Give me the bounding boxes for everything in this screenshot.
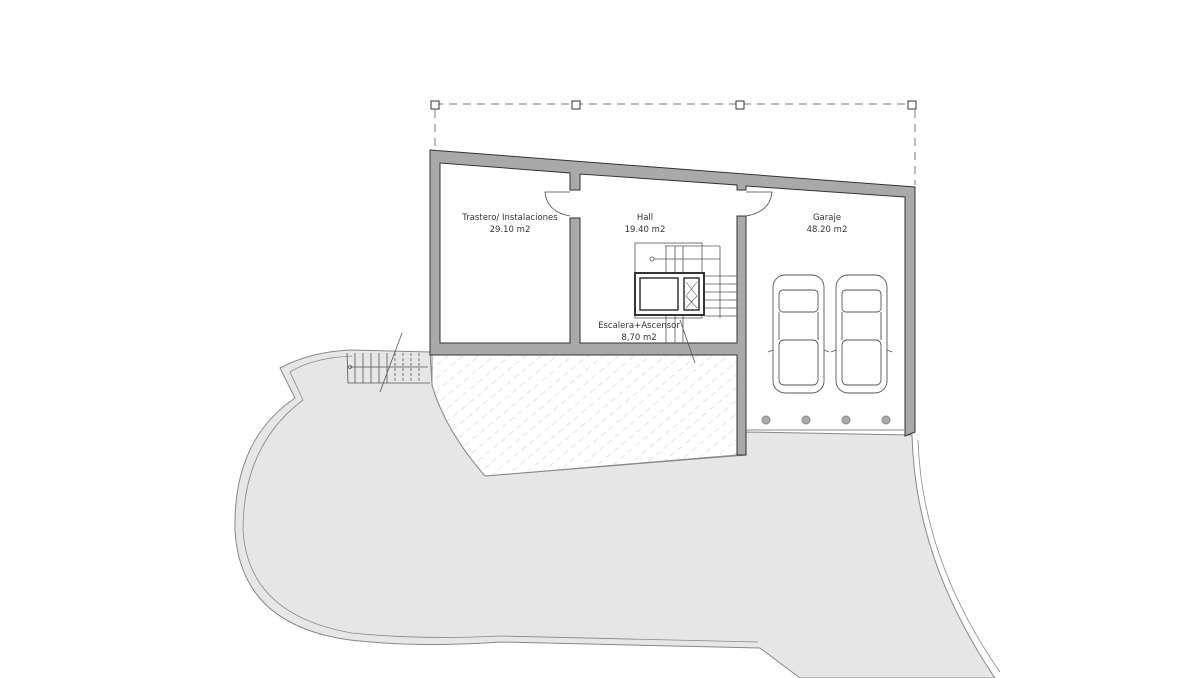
room-area-hall: 19.40 m2 bbox=[625, 225, 666, 235]
walls bbox=[429, 149, 916, 456]
room-area-escalera: 8,70 m2 bbox=[621, 333, 656, 343]
bollard bbox=[841, 415, 851, 425]
room-name-escalera: Escalera+Ascensor bbox=[598, 321, 680, 331]
bollard bbox=[801, 415, 811, 425]
car-2 bbox=[830, 274, 893, 394]
room-area-garaje: 48.20 m2 bbox=[807, 225, 848, 235]
terrace-area bbox=[234, 349, 996, 678]
bollard bbox=[881, 415, 891, 425]
room-name-trastero: Trastero/ Instalaciones bbox=[461, 213, 558, 223]
room-area-trastero: 29.10 m2 bbox=[490, 225, 531, 235]
room-name-garaje: Garaje bbox=[813, 213, 841, 223]
bollard bbox=[761, 415, 771, 425]
exterior-stair bbox=[346, 332, 430, 393]
car-1 bbox=[767, 274, 830, 394]
door-trastero bbox=[544, 191, 571, 217]
door-garaje bbox=[745, 191, 773, 217]
room-name-hall: Hall bbox=[637, 213, 653, 223]
upper-projection-outline bbox=[430, 100, 917, 185]
bollards bbox=[761, 415, 891, 425]
elevator bbox=[634, 272, 705, 316]
